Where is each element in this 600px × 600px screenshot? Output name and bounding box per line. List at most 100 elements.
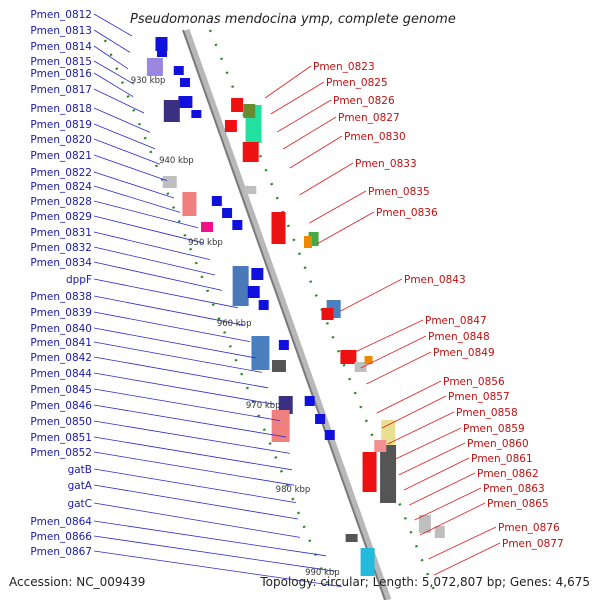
leader-line [93, 404, 287, 438]
gene-label-pmen-0864: Pmen_0864 [30, 516, 92, 528]
leader-line [93, 231, 211, 260]
forward-gene-feature [364, 356, 373, 364]
leader-line [93, 261, 223, 291]
leader-line [93, 88, 145, 114]
leader-line [93, 484, 299, 520]
gene-label-pmen-0824: Pmen_0824 [30, 181, 92, 193]
gene-label-pmen-0813: Pmen_0813 [30, 25, 92, 37]
leader-line [289, 135, 343, 169]
gene-label-pmen-0841: Pmen_0841 [30, 337, 92, 349]
tick-label-980-kbp: 980 kbp [276, 485, 311, 495]
leader-line [93, 72, 134, 97]
reverse-gene-feature [162, 176, 177, 188]
gene-label-pmen-0848: Pmen_0848 [428, 331, 490, 343]
gene-label-pmen-0817: Pmen_0817 [30, 84, 92, 96]
leader-line [93, 535, 336, 572]
gene-label-pmen-0842: Pmen_0842 [30, 352, 92, 364]
gene-label-pmen-0836: Pmen_0836 [376, 207, 438, 219]
tick-label-990-kbp: 990 kbp [305, 568, 340, 578]
reverse-gene-feature [251, 268, 264, 280]
reverse-gene-feature [271, 410, 290, 442]
reverse-gene-feature [258, 300, 269, 310]
gene-label-pmen-0840: Pmen_0840 [30, 323, 92, 335]
gene-label-gata: gatA [68, 480, 93, 492]
reverse-gene-feature [163, 100, 180, 122]
leader-line [93, 107, 151, 133]
gene-label-pmen-0835: Pmen_0835 [368, 186, 430, 198]
gene-label-pmen-0815: Pmen_0815 [30, 56, 92, 68]
leader-line [282, 116, 337, 150]
leader-line [93, 246, 216, 276]
leader-line [299, 162, 354, 196]
reverse-gene-feature [201, 222, 214, 232]
reverse-gene-feature [146, 58, 163, 76]
gene-label-pmen-0833: Pmen_0833 [355, 158, 417, 170]
leader-line [414, 487, 482, 521]
leader-line [419, 502, 486, 536]
reverse-gene-feature [173, 66, 184, 75]
leader-line [93, 123, 156, 150]
leader-line [93, 436, 293, 471]
leader-line [264, 65, 312, 99]
reverse-gene-feature [157, 47, 168, 57]
reverse-gene-feature [304, 396, 315, 406]
leader-line [376, 380, 442, 414]
leader-line [270, 81, 325, 115]
gene-label-pmen-0876: Pmen_0876 [498, 522, 560, 534]
gene-label-pmen-0850: Pmen_0850 [30, 416, 92, 428]
gene-label-pmen-0825: Pmen_0825 [326, 77, 388, 89]
forward-gene-feature [242, 142, 259, 162]
topology-text: Topology: circular; Length: 5,072,807 bp… [260, 575, 590, 589]
forward-gene-feature [244, 186, 257, 194]
gene-label-pmen-0859: Pmen_0859 [463, 423, 525, 435]
leader-line [93, 420, 291, 454]
leader-line [93, 341, 263, 373]
leader-line [93, 550, 343, 587]
map-title: Pseudomonas mendocina ymp, complete geno… [130, 12, 456, 27]
leader-line [93, 29, 131, 53]
reverse-gene-feature [360, 548, 375, 576]
gene-label-pmen-0818: Pmen_0818 [30, 103, 92, 115]
gene-label-gatb: gatB [68, 464, 92, 476]
gene-label-pmen-0828: Pmen_0828 [30, 196, 92, 208]
forward-gene-feature [380, 445, 397, 503]
leader-line [93, 185, 181, 213]
gene-label-pmen-0843: Pmen_0843 [404, 274, 466, 286]
leader-line [93, 154, 168, 181]
leader-line [93, 138, 161, 165]
genome-backbone [182, 28, 392, 600]
accession-text: Accession: NC_009439 [9, 575, 146, 589]
gene-label-pmen-0856: Pmen_0856 [443, 376, 505, 388]
gene-label-pmen-0832: Pmen_0832 [30, 242, 92, 254]
gene-label-pmen-0845: Pmen_0845 [30, 384, 92, 396]
reverse-gene-feature [232, 266, 249, 306]
gene-label-pmen-0816: Pmen_0816 [30, 68, 92, 80]
gene-label-dppf: dppF [66, 274, 92, 286]
leader-line [340, 278, 403, 312]
gene-label-pmen-0827: Pmen_0827 [338, 112, 400, 124]
reverse-gene-feature [191, 110, 202, 118]
reverse-gene-feature [324, 430, 335, 440]
gene-label-pmen-0863: Pmen_0863 [483, 483, 545, 495]
leader-line [366, 351, 432, 385]
reverse-gene-feature [180, 78, 191, 87]
leader-line [93, 171, 175, 199]
leader-line [93, 215, 205, 244]
gene-label-pmen-0860: Pmen_0860 [467, 438, 529, 450]
tick-label-930-kbp: 930 kbp [131, 76, 166, 86]
reverse-gene-feature [182, 192, 197, 216]
reverse-gene-feature [232, 220, 243, 230]
gene-label-pmen-0846: Pmen_0846 [30, 400, 92, 412]
tick-label-970-kbp: 970 kbp [246, 401, 281, 411]
gene-label-pmen-0826: Pmen_0826 [333, 95, 395, 107]
gene-label-pmen-0851: Pmen_0851 [30, 432, 92, 444]
leader-line [93, 45, 129, 70]
forward-gene-feature [308, 232, 319, 246]
reverse-gene-feature [278, 396, 293, 414]
gene-label-pmen-0847: Pmen_0847 [425, 315, 487, 327]
gene-label-pmen-0867: Pmen_0867 [30, 546, 92, 558]
gene-label-pmen-0865: Pmen_0865 [487, 498, 549, 510]
gene-label-pmen-0877: Pmen_0877 [502, 538, 564, 550]
gene-label-pmen-0838: Pmen_0838 [30, 291, 92, 303]
